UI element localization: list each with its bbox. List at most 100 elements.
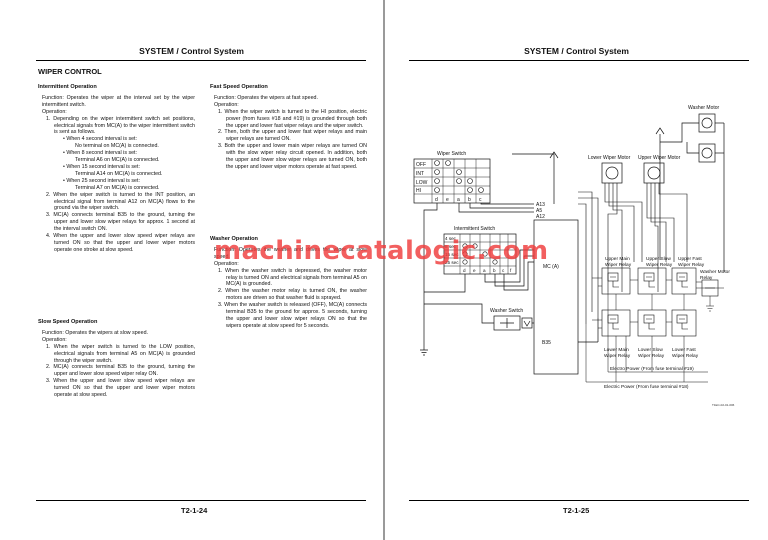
interval-bullet-4: • When 25 second interval is set: [63, 177, 140, 184]
switch-row-hi: HI [416, 188, 421, 194]
terminal-a12: A12 [536, 214, 545, 220]
interval-bullet-2: • When 8 second interval is set: [63, 150, 137, 157]
switch-col-b: b [468, 197, 471, 203]
upper-wiper-motor-box [643, 162, 665, 184]
fast-item-3: 3. Both the upper and lower main wiper r… [218, 143, 367, 170]
lower-fast-relay-label-2: Wiper Relay [672, 353, 699, 359]
washer-switch-label: Washer Switch [490, 308, 523, 314]
washer-item-3: 3. When the washer switch is released (O… [218, 302, 367, 329]
interval-bullet-3: • When 15 second interval is set: [63, 163, 140, 170]
terminal-a13: A13 [536, 202, 545, 208]
interval-col-e: e [473, 268, 476, 273]
interval-bullet-4-detail: Terminal A7 on MC(A) is connected. [75, 184, 160, 191]
fast-item-2: 2. Then, both the upper and lower fast w… [218, 129, 367, 143]
intermittent-function: Function: Operates the wiper at the inte… [42, 94, 195, 108]
upper-main-relay-label-1: Upper Main [605, 256, 630, 262]
left-header-rule [36, 60, 366, 61]
left-page-number: T2-1-24 [181, 506, 208, 515]
intermittent-item-4: 4. When the upper and lower slow speed w… [46, 233, 195, 253]
washer-motor-relay-label-2: Relay [700, 275, 713, 281]
washer-item-2: 2. When the washer motor relay is turned… [218, 288, 367, 302]
washer-switch-arrow-icon [523, 320, 531, 327]
right-header-rule [409, 60, 749, 61]
left-column: Intermittent Operation Function: Operate… [38, 84, 195, 254]
switch-row-low: LOW [416, 180, 428, 186]
interval-row-15: 15 sec [445, 252, 459, 257]
switch-col-c: c [479, 197, 482, 203]
interval-col-f: f [510, 268, 512, 273]
slow-item-1: 1. When the wiper switch is turned to th… [46, 343, 195, 364]
slow-item-2: 2. MC(A) connects terminal B35 to the gr… [46, 364, 195, 378]
fast-function: Function: Operates the wipers at fast sp… [214, 94, 318, 101]
fast-heading: Fast Speed Operation [210, 84, 268, 90]
mc-a-label: MC (A) [543, 264, 559, 270]
upper-fast-relay-label-1: Upper Fast [678, 256, 702, 262]
interval-row-25: 25 sec [445, 260, 459, 265]
lower-slow-relay-label-1: Lower Slow [638, 347, 663, 353]
slow-item-3: 3. When the upper and lower slow speed w… [46, 378, 195, 399]
intermittent-item-1: 1. Depending on the wiper intermittent s… [46, 115, 195, 136]
interval-row-4: 4 sec [445, 236, 457, 241]
switch-col-d: d [435, 197, 438, 203]
right-page-number: T2-1-25 [563, 506, 590, 515]
washer-item-1: 1. When the washer switch is depressed, … [218, 267, 367, 288]
page-divider [383, 0, 385, 540]
switch-col-e: e [446, 197, 449, 203]
wiper-switch-label: Wiper Switch [437, 151, 466, 157]
washer-operation-label: Operation: [214, 260, 239, 267]
wiper-circuit-diagram: Washer Motor Lower Wiper Motor Upper Wip… [413, 105, 735, 407]
interval-col-a: a [483, 268, 486, 273]
ground-icon [420, 349, 428, 356]
right-column: Fast Speed Operation Function: Operates … [210, 84, 367, 171]
mc-a-controller [533, 219, 579, 375]
right-footer-rule [409, 500, 749, 501]
intermittent-item-3: 3. MC(A) connects terminal B35 to the gr… [46, 212, 195, 233]
slow-function: Function: Operates the wipers at slow sp… [42, 329, 148, 336]
right-page: SYSTEM / Control System T2-1-25 [385, 0, 768, 540]
interval-row-8: 8 sec [445, 244, 457, 249]
fast-operation-label: Operation: [214, 101, 239, 108]
slow-operation-label: Operation: [42, 336, 67, 343]
interval-bullet-1: • When 4 second interval is set: [63, 136, 137, 143]
slow-heading: Slow Speed Operation [38, 319, 98, 325]
section-title: WIPER CONTROL [38, 67, 102, 76]
washer-motor-2-symbol [701, 147, 713, 159]
left-footer-rule [36, 500, 366, 501]
left-page: SYSTEM / Control System WIPER CONTROL In… [0, 0, 383, 540]
slow-speed-section: Slow Speed Operation Function: Operates … [38, 319, 195, 399]
interval-bullet-1-detail: No terminal on MC(A) is connected. [75, 143, 159, 150]
upper-slow-relay-label-2: Wiper Relay [646, 262, 673, 268]
lower-main-relay-label-1: Lower Main [604, 347, 629, 353]
interval-col-b: b [493, 268, 496, 273]
lower-wiper-motor-box [601, 162, 623, 184]
upper-main-relay-label-2: Wiper Relay [605, 262, 632, 268]
lower-slow-relay-label-2: Wiper Relay [638, 353, 665, 359]
lower-wiper-motor-label: Lower Wiper Motor [588, 155, 631, 161]
intermittent-heading: Intermittent Operation [38, 84, 97, 90]
fast-item-1: 1. When the wiper switch is turned to th… [218, 108, 367, 129]
washer-motor-1-symbol [701, 117, 713, 129]
intermittent-switch-label: Intermittent Switch [454, 226, 495, 232]
upper-wiper-motor-symbol [647, 166, 661, 180]
lower-wiper-motor-symbol [605, 166, 619, 180]
interval-col-c: c [502, 268, 505, 273]
interval-bullet-3-detail: Terminal A14 on MC(A) is connected. [75, 170, 163, 177]
electro-power-19-label: Electro Power (From fuse terminal #19) [610, 366, 694, 372]
left-header-title: SYSTEM / Control System [139, 46, 244, 56]
relay-ground-icon [706, 305, 714, 312]
electric-power-18-label: Electric Power (From fuse terminal #18) [604, 384, 689, 390]
terminal-a5: A5 [536, 208, 542, 214]
right-header-title: SYSTEM / Control System [524, 46, 629, 56]
washer-section: Washer Operation Function: Operates the … [210, 236, 367, 330]
upper-slow-relay-label-1: Upper Slow [646, 256, 671, 262]
interval-col-d: d [463, 268, 466, 273]
intermittent-item-2: 2. When the wiper switch is turned to th… [46, 191, 195, 212]
washer-motor-1-box [698, 113, 716, 133]
washer-motor-2-box [698, 143, 716, 163]
wiper-switch-table [413, 158, 491, 204]
washer-heading: Washer Operation [210, 236, 258, 242]
interval-bullet-2-detail: Terminal A6 on MC(A) is connected. [75, 157, 160, 164]
terminal-b35: B35 [542, 340, 551, 346]
washer-function: Function: Operates the washer and drives… [214, 246, 367, 260]
washer-motor-relay-label-1: Washer Motor [700, 269, 730, 275]
